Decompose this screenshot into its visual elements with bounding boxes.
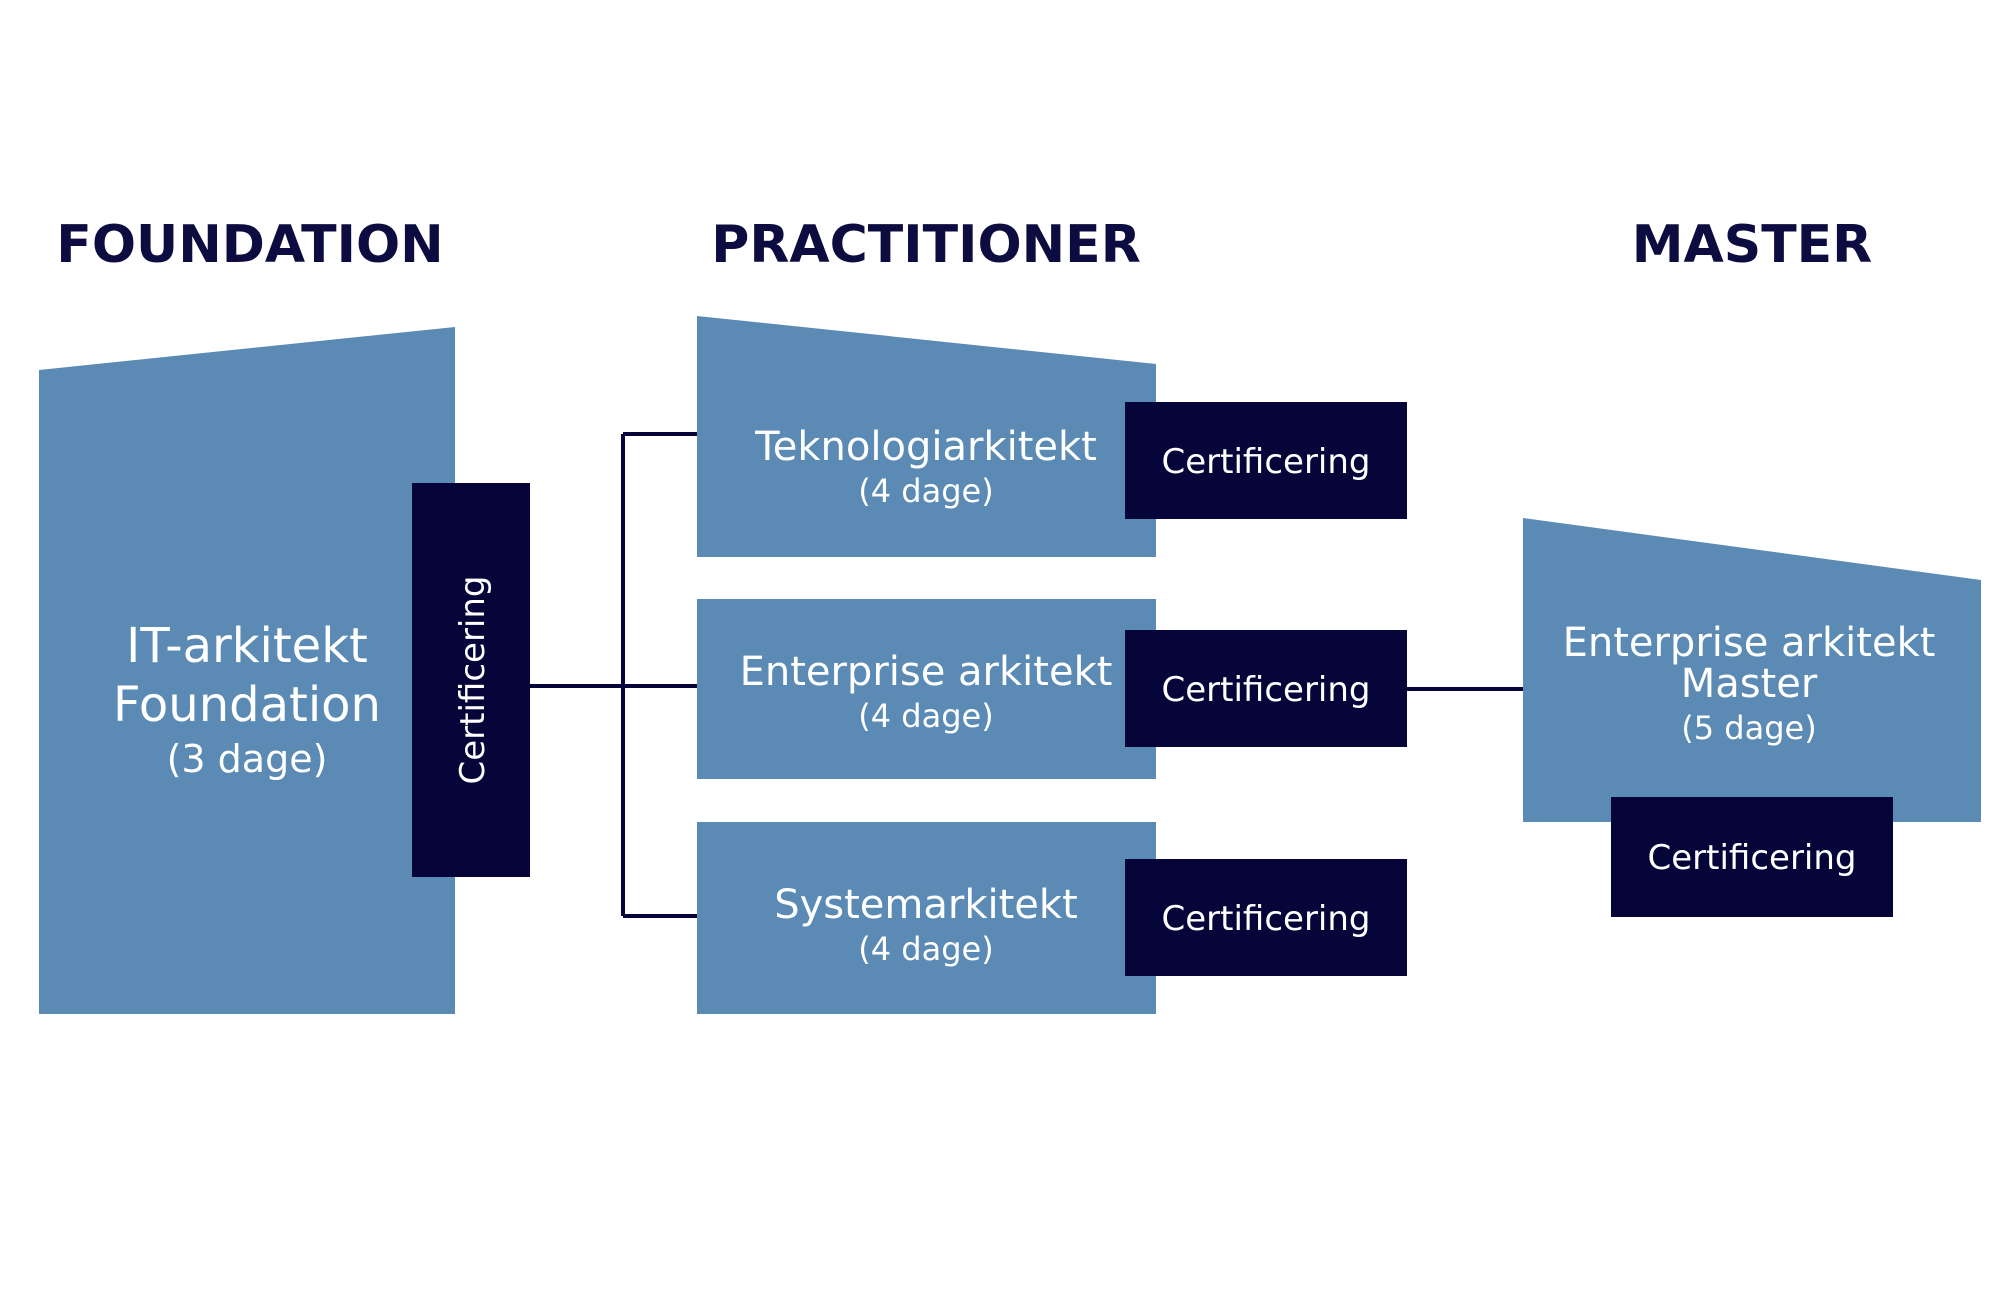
master-course: Enterprise arkitekt Master (5 dage) Cert… <box>1523 518 1981 917</box>
heading-practitioner: PRACTITIONER <box>711 215 1140 275</box>
foundation-course-duration: (3 dage) <box>167 737 328 781</box>
master-certification-label: Certificering <box>1648 838 1857 878</box>
master-course-box <box>1523 518 1981 822</box>
teknologiarkitekt-title: Teknologiarkitekt <box>754 424 1097 470</box>
connector-lines <box>530 432 1523 918</box>
systemarkitekt-course-box <box>697 822 1156 1014</box>
foundation-certification-box <box>412 483 530 877</box>
master-course-title-line1: Enterprise arkitekt <box>1563 620 1936 666</box>
systemarkitekt-title: Systemarkitekt <box>774 882 1078 928</box>
master-course-title-line2: Master <box>1681 661 1818 707</box>
foundation-course-title-line2: Foundation <box>113 677 381 733</box>
foundation-course-box <box>39 327 455 1014</box>
practitioner-course-systemarkitekt: Systemarkitekt (4 dage) Certificering <box>697 822 1407 1014</box>
master-course-duration: (5 dage) <box>1681 709 1816 747</box>
heading-foundation: FOUNDATION <box>56 215 443 275</box>
enterprise-arkitekt-title: Enterprise arkitekt <box>740 649 1113 695</box>
heading-master: MASTER <box>1632 215 1872 275</box>
teknologiarkitekt-duration: (4 dage) <box>858 472 993 510</box>
teknologiarkitekt-certification-box <box>1125 402 1407 519</box>
systemarkitekt-duration: (4 dage) <box>858 930 993 968</box>
enterprise-arkitekt-certification-label: Certificering <box>1162 670 1371 710</box>
systemarkitekt-certification-label: Certificering <box>1162 899 1371 939</box>
enterprise-arkitekt-course-box <box>697 599 1156 779</box>
enterprise-arkitekt-certification-box <box>1125 630 1407 747</box>
practitioner-course-enterprise-arkitekt: Enterprise arkitekt (4 dage) Certificeri… <box>697 599 1407 779</box>
master-certification-box <box>1611 797 1893 917</box>
teknologiarkitekt-course-box <box>697 316 1156 557</box>
practitioner-course-teknologiarkitekt: Teknologiarkitekt (4 dage) Certificering <box>697 316 1407 557</box>
foundation-course: IT-arkitekt Foundation (3 dage) Certific… <box>39 327 530 1014</box>
enterprise-arkitekt-duration: (4 dage) <box>858 697 993 735</box>
foundation-course-title-line1: IT-arkitekt <box>126 618 368 674</box>
systemarkitekt-certification-box <box>1125 859 1407 976</box>
foundation-certification-label: Certificering <box>453 576 493 785</box>
teknologiarkitekt-certification-label: Certificering <box>1162 442 1371 482</box>
